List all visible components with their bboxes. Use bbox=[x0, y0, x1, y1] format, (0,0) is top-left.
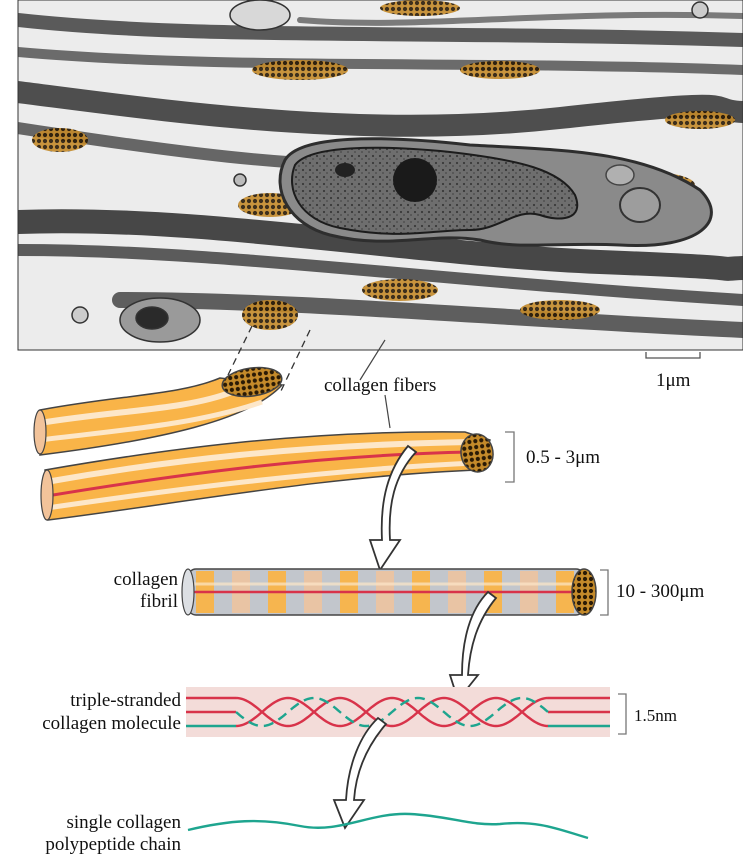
chain-label-line1: single collagen bbox=[67, 812, 182, 834]
fibril-label-line2: fibril bbox=[140, 591, 178, 613]
molecule-label-line1: triple-stranded bbox=[70, 690, 181, 712]
fibril-size-bracket bbox=[600, 570, 608, 615]
collagen-molecule bbox=[186, 687, 610, 737]
fiber-size-label: 0.5 - 3μm bbox=[526, 447, 600, 469]
chain-label-line2: polypeptide chain bbox=[45, 834, 181, 856]
fibril-label-line1: collagen bbox=[114, 569, 178, 591]
electron-micrograph bbox=[18, 0, 743, 350]
molecule-label-line2: collagen molecule bbox=[42, 713, 181, 735]
micrograph-scale-bar bbox=[646, 352, 700, 358]
scale-bar-label: 1μm bbox=[656, 370, 690, 392]
molecule-size-label: 1.5nm bbox=[634, 705, 677, 727]
collagen-fibers-leader-2 bbox=[385, 395, 390, 428]
fibril-size-label: 10 - 300μm bbox=[616, 581, 704, 603]
fiber-size-bracket bbox=[505, 432, 514, 482]
collagen-fibril bbox=[182, 569, 596, 615]
polypeptide-chain bbox=[188, 814, 588, 838]
collagen-fibers-label: collagen fibers bbox=[324, 375, 436, 397]
molecule-size-bracket bbox=[618, 694, 626, 734]
